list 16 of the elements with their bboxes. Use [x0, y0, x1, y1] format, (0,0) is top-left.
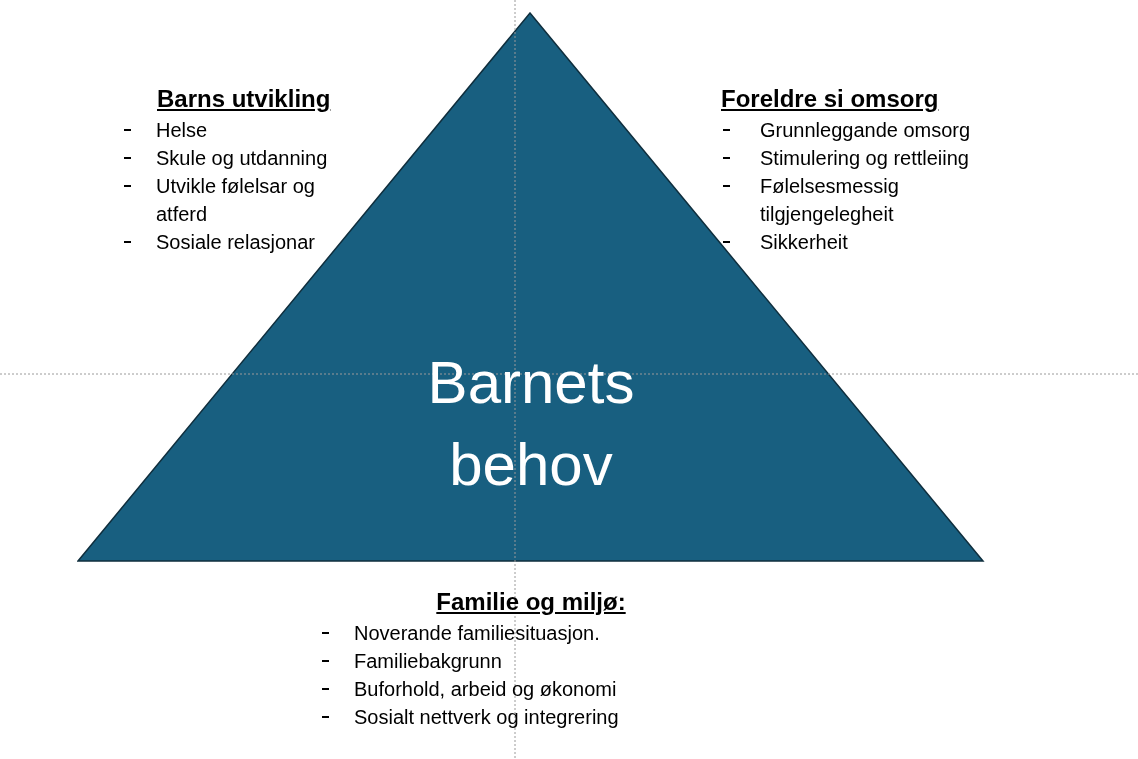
triangle-label: Barnets behov: [426, 348, 636, 500]
list-item: Grunnleggande omsorg: [760, 118, 971, 143]
list-item: Sosiale relasjonar: [156, 230, 315, 255]
list-item: Sosialt nettverk og integrering: [354, 705, 619, 730]
list-item: Noverande familiesituasjon.: [354, 621, 600, 646]
section-heading: Familie og miljø:: [436, 587, 626, 617]
list-item: Følelsesmessig tilgjengelegheit: [760, 174, 900, 227]
list-item: Buforhold, arbeid og økonomi: [354, 677, 617, 702]
section-heading: Foreldre si omsorg: [721, 84, 939, 114]
section-heading: Barns utvikling: [157, 84, 331, 114]
list-item: Helse: [156, 118, 208, 143]
list-item: Stimulering og rettleiing: [760, 146, 969, 171]
list-item: Utvikle følelsar og atferd: [156, 174, 316, 227]
list-item: Sikkerheit: [760, 230, 848, 255]
list-item: Skule og utdanning: [156, 146, 328, 171]
list-item: Familiebakgrunn: [354, 649, 502, 674]
